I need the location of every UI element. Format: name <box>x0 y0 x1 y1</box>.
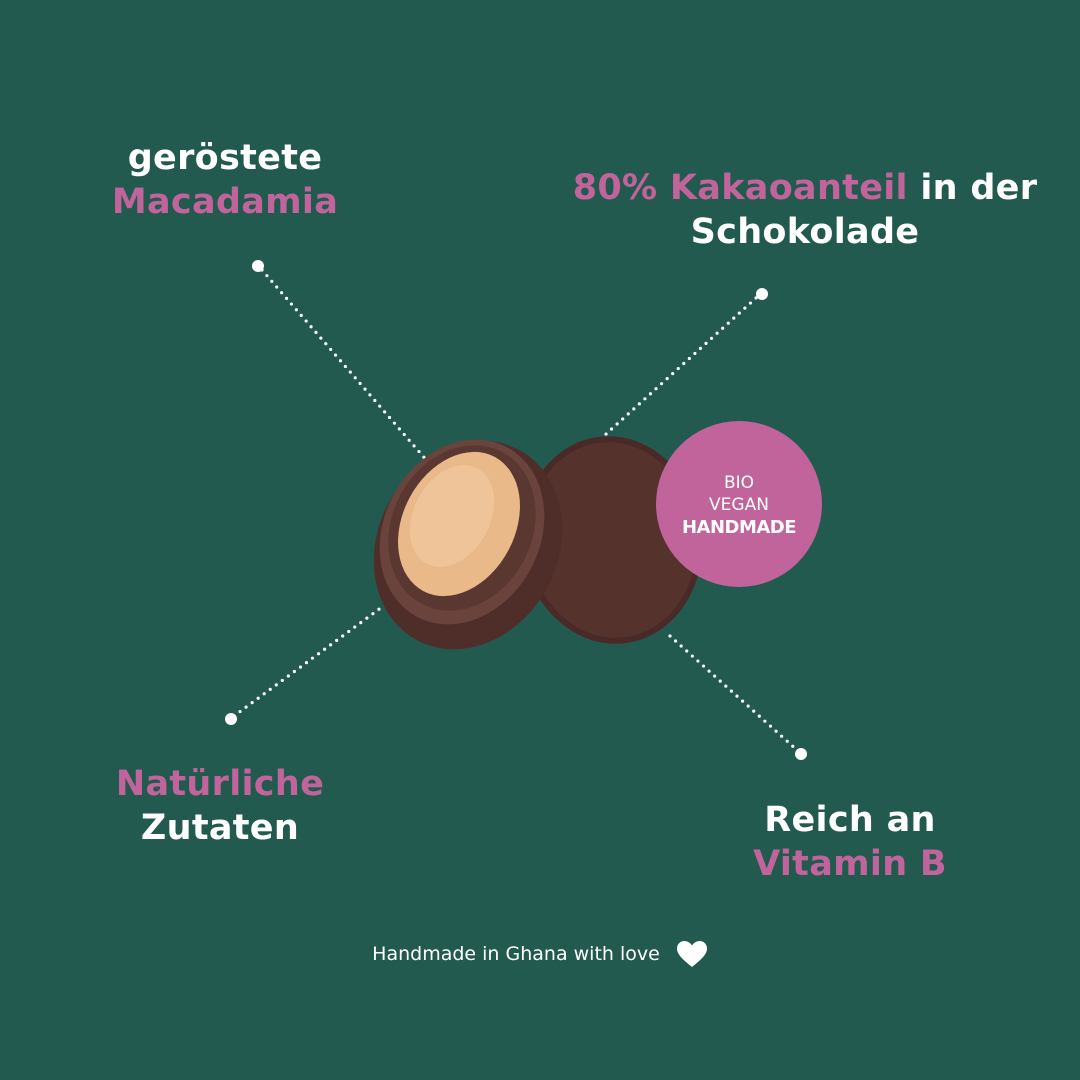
bio-vegan-handmade-badge: BIO VEGAN HANDMADE <box>656 421 822 587</box>
connector-top-right <box>603 296 758 437</box>
callout-vitamin-b: Reich an Vitamin B <box>740 798 960 886</box>
badge-line-handmade: HANDMADE <box>681 517 797 538</box>
callout-bl-line1: Natürliche <box>115 764 325 804</box>
callout-tr-line2: Schokolade <box>690 212 920 252</box>
callout-bl-line2: Zutaten <box>140 808 300 848</box>
footer-tagline: Handmade in Ghana with love <box>0 940 1080 968</box>
callout-br-line2: Vitamin B <box>753 844 947 884</box>
dot-top-right <box>756 288 768 300</box>
connector-top-left <box>260 268 430 464</box>
connector-bottom-left <box>232 605 384 718</box>
footer-text: Handmade in Ghana with love <box>372 943 660 965</box>
callout-tl-line2: Macadamia <box>111 182 339 222</box>
callout-tl-line1: geröstete <box>127 138 323 178</box>
callout-br-line1: Reich an <box>764 800 936 840</box>
badge-line-bio: BIO <box>723 473 755 493</box>
heart-icon <box>676 940 708 968</box>
callout-roasted-macadamia: geröstete Macadamia <box>95 136 355 224</box>
dot-top-left <box>252 260 264 272</box>
connector-bottom-right <box>668 634 799 752</box>
dot-bottom-right <box>795 748 807 760</box>
dot-bottom-left <box>225 713 237 725</box>
callout-tr-line1-highlight: 80% Kakaoanteil <box>572 168 908 208</box>
callout-cocoa-content: 80% Kakaoanteil in der Schokolade <box>560 166 1050 254</box>
badge-line-vegan: VEGAN <box>709 495 769 515</box>
callout-tr-line1-rest: in der <box>907 168 1038 208</box>
chocolate-macadamia-illustration <box>373 436 703 650</box>
callout-natural-ingredients: Natürliche Zutaten <box>100 762 340 850</box>
